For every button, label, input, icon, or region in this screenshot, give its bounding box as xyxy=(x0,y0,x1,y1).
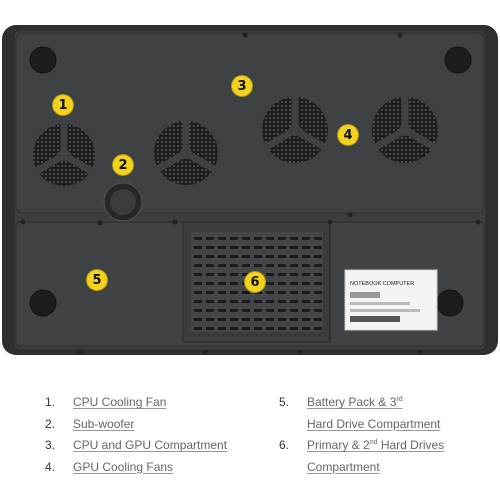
link-gpu-cooling-fans[interactable]: GPU Cooling Fans xyxy=(73,459,174,474)
product-label: NOTEBOOK COMPUTER xyxy=(344,269,438,331)
legend-item-sub-woofer: 2. Sub-woofer xyxy=(45,414,227,436)
callout-5: 5 xyxy=(87,270,107,290)
legend-number: 6. xyxy=(279,438,290,452)
gpu-cooling-fan-left xyxy=(262,97,328,163)
legend-item-cpu-cooling-fan: 1. CPU Cooling Fan xyxy=(45,392,227,414)
cpu-cooling-fan xyxy=(33,124,95,186)
legend-item-battery-pack: 5. Battery Pack & 3rd xyxy=(279,392,444,414)
link-text: Hard Drives xyxy=(377,438,445,452)
link-sub-woofer[interactable]: Sub-woofer xyxy=(73,416,135,431)
ordinal-suffix: rd xyxy=(396,396,403,403)
laptop-underside-image: NOTEBOOK COMPUTER xyxy=(2,25,498,355)
legend-item-battery-pack-cont: Hard Drive Compartment xyxy=(279,414,444,436)
callout-3: 3 xyxy=(232,76,252,96)
legend-item-gpu-cooling-fans: 4. GPU Cooling Fans xyxy=(45,457,227,479)
callout-4: 4 xyxy=(338,125,358,145)
legend-number xyxy=(279,414,307,436)
legend-number: 5. xyxy=(279,395,290,409)
link-hard-drive-compartment[interactable]: Hard Drive Compartment xyxy=(307,416,441,431)
svg-text:NOTEBOOK COMPUTER: NOTEBOOK COMPUTER xyxy=(350,281,414,287)
legend-item-hard-drives-cont: Compartment xyxy=(279,457,444,479)
link-battery-pack[interactable]: Battery Pack & 3rd xyxy=(307,392,403,414)
link-compartment[interactable]: Compartment xyxy=(307,459,380,474)
screws xyxy=(20,32,481,355)
callout-1: 1 xyxy=(53,95,73,115)
chassis-fan xyxy=(154,121,218,185)
link-cpu-gpu-compartment[interactable]: CPU and GPU Compartment xyxy=(73,438,228,452)
legend-right: 5. Battery Pack & 3rd Hard Drive Compart… xyxy=(279,392,444,478)
legend-number xyxy=(279,457,307,479)
link-hard-drives[interactable]: Primary & 2nd Hard Drives xyxy=(307,435,444,457)
rubber-feet xyxy=(29,46,472,317)
gpu-cooling-fan-right xyxy=(372,97,438,163)
link-text: Primary & 2 xyxy=(307,438,370,452)
callout-2: 2 xyxy=(113,155,133,175)
sub-woofer xyxy=(103,182,143,222)
legend-number: 2. xyxy=(45,416,56,431)
legend-left: 1. CPU Cooling Fan 2. Sub-woofer 3. CPU … xyxy=(45,392,227,478)
legend-item-hard-drives: 6. Primary & 2nd Hard Drives xyxy=(279,435,444,457)
legend-number: 4. xyxy=(45,459,56,474)
callout-6: 6 xyxy=(245,272,265,292)
link-cpu-cooling-fan[interactable]: CPU Cooling Fan xyxy=(73,395,167,409)
legend-item-cpu-gpu-compartment: 3. CPU and GPU Compartment xyxy=(45,435,227,457)
legend-number: 1. xyxy=(45,395,56,409)
ordinal-suffix: nd xyxy=(369,439,378,446)
cpu-gpu-compartment xyxy=(15,32,485,214)
legend-number: 3. xyxy=(45,438,56,452)
link-text: Battery Pack & 3 xyxy=(307,395,397,409)
